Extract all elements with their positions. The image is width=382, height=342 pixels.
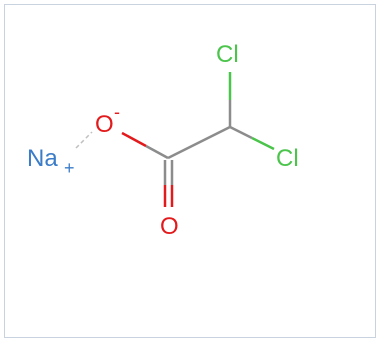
bond-o-c-red (121, 131, 147, 148)
bond-o-c-gray (145, 144, 169, 160)
atom-cl-right: Cl (276, 145, 299, 172)
diagram-frame (4, 4, 376, 338)
bond-c-cl-right-green (251, 136, 275, 151)
atom-o-double: O (160, 213, 179, 240)
ionic-bond (75, 131, 93, 149)
atom-cl-top: Cl (216, 41, 239, 68)
atom-o-minus: O (95, 111, 114, 138)
bond-c-c (167, 125, 231, 160)
bond-c-cl-right-gray (229, 125, 253, 140)
atom-na: Na (27, 145, 58, 172)
charge-o-minus: - (114, 102, 120, 122)
charge-na: + (64, 158, 75, 178)
